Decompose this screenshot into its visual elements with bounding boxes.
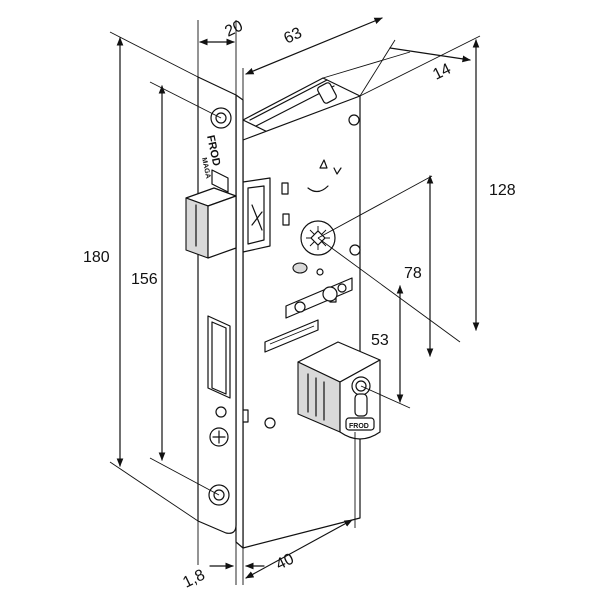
faceplate: FROD MAGA — [197, 76, 244, 549]
slot-lower — [264, 319, 319, 353]
dimension-lines — [109, 17, 481, 585]
dim-faceplate-thickness: 1,8 — [180, 567, 208, 592]
dim-handle-to-cylinder: 78 — [404, 265, 422, 282]
cylinder-housing: FROD — [297, 341, 381, 440]
cylinder-profile — [345, 376, 375, 431]
dim-backset: 40 — [273, 550, 297, 573]
dim-screw-spacing: 156 — [131, 271, 158, 288]
dim-height-total: 180 — [83, 249, 110, 266]
internal-mechanism — [242, 159, 353, 353]
dim-depth-case: 63 — [281, 24, 305, 47]
faceplate-sublabel: MAGA — [200, 157, 211, 179]
dim-width-faceplate: 20 — [222, 17, 246, 40]
dim-cylinder-offset: 53 — [371, 332, 389, 349]
slot-upper — [285, 277, 353, 319]
latch-bolt — [185, 187, 237, 259]
dim-thickness-case: 14 — [430, 60, 454, 83]
cylinder-logo: FROD — [349, 423, 369, 430]
dim-height-case: 128 — [489, 182, 516, 199]
lock-case — [239, 77, 361, 549]
